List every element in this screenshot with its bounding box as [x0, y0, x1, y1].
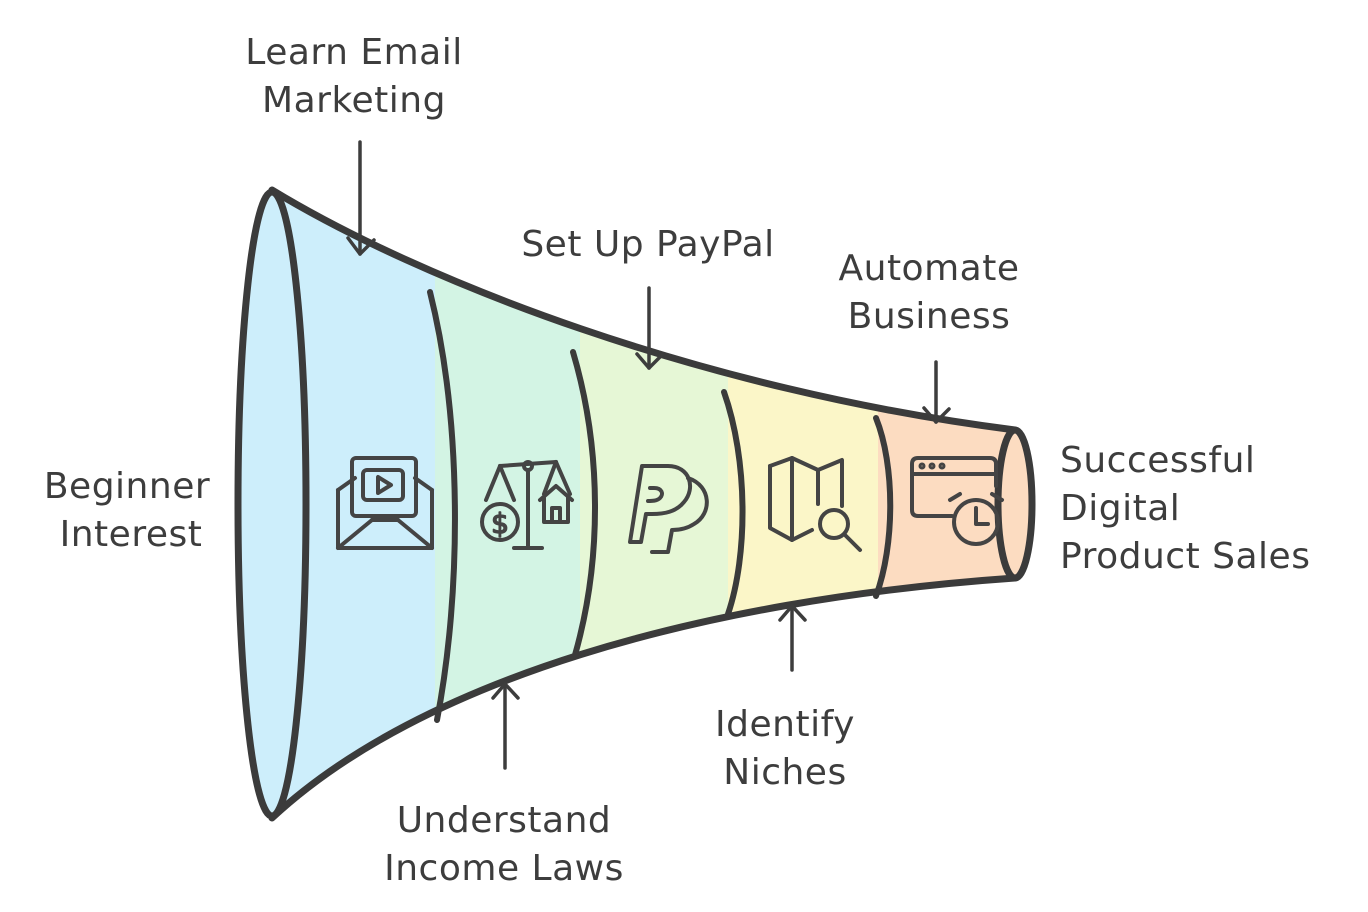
arrow-email — [346, 140, 376, 256]
label-end-line2: Digital — [1060, 488, 1180, 529]
arrow-automate — [922, 360, 951, 424]
label-laws-line2: Income Laws — [384, 848, 624, 889]
label-set-up-paypal: Set Up PayPal — [521, 224, 774, 265]
divider-3 — [721, 389, 746, 617]
scale-dollar-house-icon: $ — [480, 460, 574, 550]
email-video-icon — [336, 456, 434, 550]
label-email-line1: Learn Email — [245, 32, 462, 73]
label-automate-line1: Automate — [839, 248, 1020, 289]
svg-text:$: $ — [491, 507, 509, 540]
label-successful-digital-product-sales: Successful Digital Product Sales — [1060, 440, 1310, 577]
label-automate-business: Automate Business — [839, 248, 1020, 337]
divider-4 — [873, 415, 894, 599]
label-identify-niches: Identify Niches — [715, 704, 855, 793]
divider-1 — [427, 289, 458, 723]
label-laws-line1: Understand — [397, 800, 612, 841]
divider-2 — [570, 349, 598, 658]
funnel-end-cap — [994, 426, 1036, 582]
paypal-icon — [628, 464, 709, 554]
label-email-line2: Marketing — [262, 80, 446, 121]
arrow-niches — [778, 604, 807, 672]
label-paypal-line1: Set Up PayPal — [521, 224, 774, 265]
browser-clock-icon — [910, 456, 1004, 546]
label-automate-line2: Business — [848, 296, 1011, 337]
funnel-mouth — [234, 188, 310, 820]
label-start-line2: Interest — [60, 514, 203, 555]
map-search-icon — [768, 456, 862, 552]
label-beginner-interest: Beginner Interest — [44, 466, 210, 555]
label-start-line1: Beginner — [44, 466, 210, 507]
arrow-paypal — [635, 286, 664, 370]
label-end-line3: Product Sales — [1060, 536, 1310, 577]
funnel-bottom-edge — [268, 574, 1019, 822]
label-learn-email-marketing: Learn Email Marketing — [245, 32, 462, 121]
funnel-top-edge — [268, 186, 1019, 434]
label-niches-line1: Identify — [715, 704, 855, 745]
arrow-laws — [491, 682, 520, 770]
label-niches-line2: Niches — [723, 752, 846, 793]
label-end-line1: Successful — [1060, 440, 1255, 481]
label-understand-income-laws: Understand Income Laws — [384, 800, 624, 889]
